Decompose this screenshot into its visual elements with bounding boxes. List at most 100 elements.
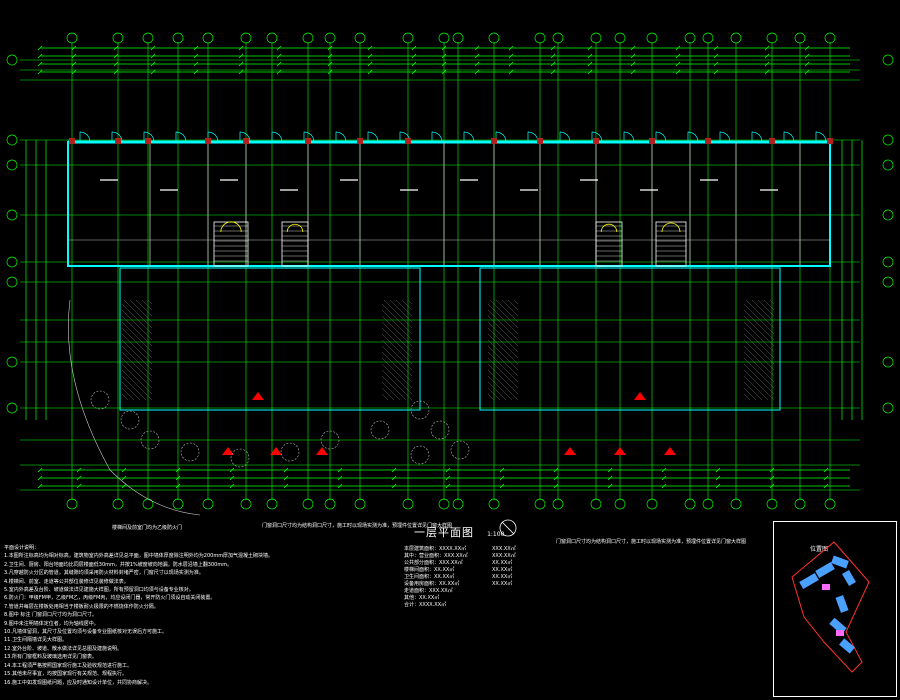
note-line: 4.楼梯间、前室、走道等公共部位装修详见装修做法表。 (4, 578, 129, 585)
dimension-tick (276, 61, 282, 67)
axis-bubble (112, 32, 124, 44)
axis-bubble (882, 276, 894, 288)
hatch-line (381, 327, 413, 359)
dimension-tick (764, 45, 770, 51)
dimension-tick (769, 483, 775, 489)
hatch-line (501, 299, 519, 317)
stat-line: XX.XX㎡ (492, 567, 513, 573)
dimension-tick (37, 61, 43, 67)
tree-symbol (320, 430, 340, 450)
dimension-tick (587, 61, 593, 67)
axis-bubble (354, 498, 366, 510)
bottom-note-2: 门窗洞口尺寸均为结构洞口尺寸，施工时以现场实测为准，预埋件位置详见门窗大样图 (262, 523, 453, 529)
dimension-tick (327, 61, 333, 67)
axis-bubble (202, 32, 214, 44)
dimension-tick (587, 45, 593, 51)
dimension-tick (113, 61, 119, 67)
hatch-line (147, 299, 153, 305)
dimension-tick (238, 53, 244, 59)
dimension-tick (769, 475, 775, 481)
dimension-tick (764, 53, 770, 59)
axis-bubble (882, 54, 894, 66)
dimension-tick (713, 61, 719, 67)
stair-arc (220, 221, 242, 233)
stair-core (655, 221, 687, 267)
hatch-line (487, 303, 519, 335)
axis-bubble (402, 32, 414, 44)
dimension-tick (713, 45, 719, 51)
bottom-note-1: 楼梯间及前室门均为乙级防火门 (112, 525, 183, 531)
axis-bubble (882, 209, 894, 221)
note-line: 3.凡穿越防火分区的管道，其缝隙均须采用防火材料封堵严密，门窗尺寸以现场实测为准… (4, 570, 204, 577)
tree-symbol (430, 420, 450, 440)
axis-bubble (766, 32, 778, 44)
hatch-line (487, 351, 519, 383)
hatch-line (121, 375, 147, 401)
hatch-line (743, 315, 775, 347)
dimension-tick (474, 45, 480, 51)
hatch-line (487, 357, 519, 389)
hatch-line (381, 375, 407, 401)
axis-bubble (438, 498, 450, 510)
door-swing (207, 131, 219, 143)
door-swing (751, 131, 763, 143)
door-swing (239, 131, 251, 143)
hatch-line (401, 299, 413, 311)
axis-bubble (172, 32, 184, 44)
axis-bubble (590, 32, 602, 44)
stat-line: 楼梯间面积：XX.XX㎡ (404, 567, 455, 573)
hatch-line (743, 327, 775, 359)
hatch-line (487, 321, 519, 353)
column (827, 138, 833, 144)
site-key-map: 位置图 (773, 521, 897, 697)
north-arrow-circle (499, 519, 517, 537)
axis-bubble (646, 32, 658, 44)
dimension-tick (76, 483, 82, 489)
building-blocks (799, 555, 856, 654)
dimension-tick (675, 61, 681, 67)
door-swing (431, 131, 443, 143)
door-swing (815, 131, 827, 143)
hatch-line (769, 299, 775, 305)
dimension-tick (283, 467, 289, 473)
door-swing (367, 131, 379, 143)
axis-bubble (534, 498, 546, 510)
hatch-line (381, 333, 413, 365)
hatch-line (381, 387, 395, 401)
axis-bubble (6, 209, 18, 221)
door-swing (463, 131, 475, 143)
dimension-tick (804, 53, 810, 59)
dimension-tick (474, 69, 480, 75)
door-swing (591, 131, 603, 143)
tree-symbol (140, 430, 160, 450)
axis-bubble (302, 32, 314, 44)
dimension-tick (715, 475, 721, 481)
hatch-line (743, 393, 751, 401)
note-line: 10.凡墙体留洞，其尺寸及位置均须与设备专业图纸核对无误后方可施工。 (4, 629, 167, 636)
axis-bubble (6, 276, 18, 288)
dimension-tick (587, 53, 593, 59)
hatch-line (743, 381, 763, 401)
dimension-tick (37, 69, 43, 75)
stair-arc (286, 223, 304, 233)
column (145, 138, 151, 144)
column (115, 138, 121, 144)
axis-bubble (702, 32, 714, 44)
entrance-arrow (634, 392, 646, 400)
note-line: 6.防火门：甲级FM甲，乙级FM乙，丙级FM丙，均应设闭门器，常开防火门须设自动… (4, 595, 216, 602)
dimension-tick (121, 475, 127, 481)
entrance-arrow (270, 447, 282, 455)
hatch-line (121, 303, 153, 335)
dimension-tick (675, 69, 681, 75)
stat-line: XXX.XX㎡ (492, 553, 516, 559)
axis-bubble (302, 498, 314, 510)
column (69, 138, 75, 144)
hatch-line (121, 309, 153, 341)
dimension-tick (508, 53, 514, 59)
dimension-tick (391, 475, 397, 481)
dimension-tick (715, 467, 721, 473)
dimension-tick (283, 483, 289, 489)
hatch-line (487, 375, 513, 401)
hatch-line (407, 299, 413, 305)
